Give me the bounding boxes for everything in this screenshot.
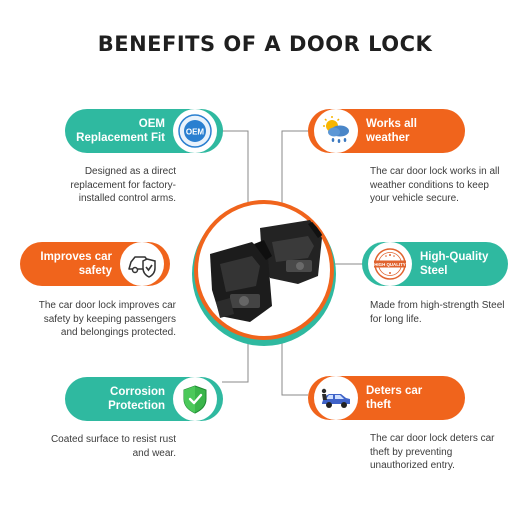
shield-check-icon bbox=[173, 377, 217, 421]
page-title: BENEFITS OF A DOOR LOCK bbox=[97, 32, 433, 56]
door-lock-image bbox=[190, 198, 338, 346]
benefit-corrosion-label: Corrosion Protection bbox=[108, 385, 165, 413]
benefit-theft-description: The car door lock deters car theft by pr… bbox=[370, 433, 495, 471]
high-quality-stamp-text: HIGH QUALITY bbox=[374, 262, 406, 267]
benefit-steel-label: High-Quality Steel bbox=[420, 250, 488, 278]
oem-badge-icon: OEM bbox=[173, 109, 217, 153]
high-quality-stamp-icon: HIGH QUALITY bbox=[368, 242, 412, 286]
benefit-corrosion-label-line1: Corrosion bbox=[110, 386, 165, 398]
benefit-oem-description: Designed as a direct replacement for fac… bbox=[70, 166, 176, 204]
benefit-theft-pill: Deters car theft bbox=[308, 376, 465, 420]
benefit-safety-label-line1: Improves car bbox=[40, 251, 112, 263]
benefit-corrosion-pill: Corrosion Protection bbox=[65, 377, 223, 421]
benefit-weather-label-line2: weather bbox=[366, 132, 410, 144]
oem-badge-text: OEM bbox=[186, 128, 205, 137]
benefit-oem-label-line2: Replacement Fit bbox=[76, 132, 165, 144]
door-lock-actuator-image bbox=[192, 200, 336, 346]
benefit-steel-label-line1: High-Quality bbox=[420, 251, 489, 263]
benefit-oem-label-line1: OEM bbox=[138, 118, 165, 130]
benefit-safety-description: The car door lock improves car safety by… bbox=[38, 300, 176, 338]
benefit-theft-label-line1: Deters car bbox=[366, 385, 423, 397]
thief-car-icon bbox=[314, 376, 358, 420]
benefit-corrosion-description: Coated surface to resist rust and wear. bbox=[50, 434, 176, 459]
car-shield-icon bbox=[120, 242, 164, 286]
benefit-weather-description: The car door lock works in all weather c… bbox=[370, 166, 500, 204]
benefit-oem-pill: OEM Replacement Fit OEM bbox=[65, 109, 223, 153]
benefit-steel-description: Made from high-strength Steel for long l… bbox=[370, 300, 505, 325]
benefit-safety-label-line2: safety bbox=[78, 265, 112, 277]
benefit-weather-label-line1: Works all bbox=[366, 118, 417, 130]
benefit-steel-pill: HIGH QUALITY High-Quality Steel bbox=[362, 242, 508, 286]
benefit-weather-pill: Works all weather bbox=[308, 109, 465, 153]
benefit-oem-label: OEM Replacement Fit bbox=[76, 117, 165, 145]
benefit-theft-label: Deters car theft bbox=[366, 384, 422, 412]
weather-icon bbox=[314, 109, 358, 153]
benefit-steel-label-line2: Steel bbox=[420, 265, 448, 277]
benefit-theft-label-line2: theft bbox=[366, 399, 391, 411]
benefit-corrosion-label-line2: Protection bbox=[108, 400, 165, 412]
benefit-safety-label: Improves car safety bbox=[40, 250, 112, 278]
benefit-weather-label: Works all weather bbox=[366, 117, 417, 145]
benefit-safety-pill: Improves car safety bbox=[20, 242, 170, 286]
